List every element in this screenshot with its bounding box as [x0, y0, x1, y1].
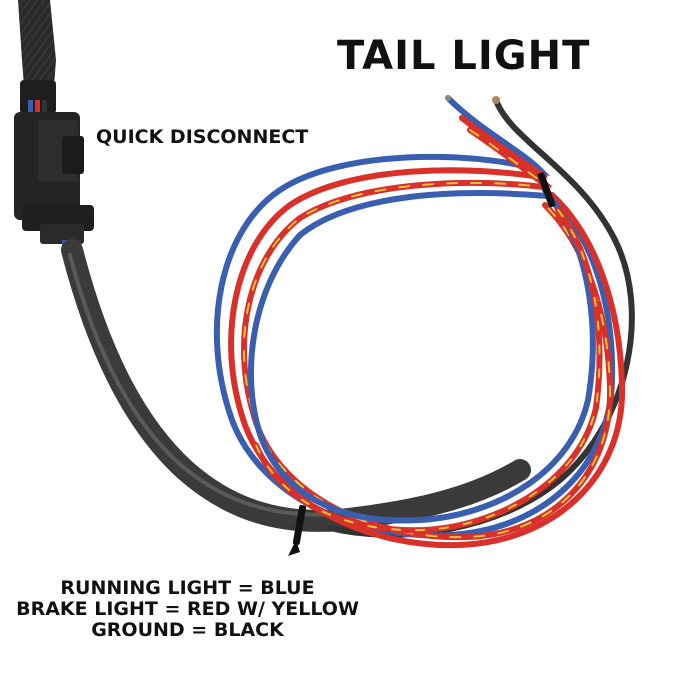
cable-sheath-highlight: [68, 253, 340, 517]
blue-wire-inner: [247, 190, 596, 524]
legend-ground: GROUND = BLACK: [91, 619, 284, 641]
zip-tie-top: [537, 172, 556, 208]
cable-sheath: [61, 239, 531, 532]
red-wire-inner: [253, 207, 603, 534]
wire-coil: [213, 95, 635, 549]
legend-running-light: RUNNING LIGHT = BLUE: [60, 577, 315, 599]
connector-label: QUICK DISCONNECT: [96, 126, 309, 148]
connector-input-wires: [28, 100, 47, 116]
wire-ends: [445, 95, 500, 104]
title: TAIL LIGHT: [337, 33, 591, 79]
quick-disconnect-connector: [14, 112, 94, 244]
yellow-tracer-inner: [255, 209, 601, 532]
legend-brake-light: BRAKE LIGHT = RED W/ YELLOW: [16, 598, 359, 620]
zip-tie-bottom: [288, 504, 307, 556]
wire-legend: RUNNING LIGHT = BLUE BRAKE LIGHT = RED W…: [0, 578, 375, 641]
